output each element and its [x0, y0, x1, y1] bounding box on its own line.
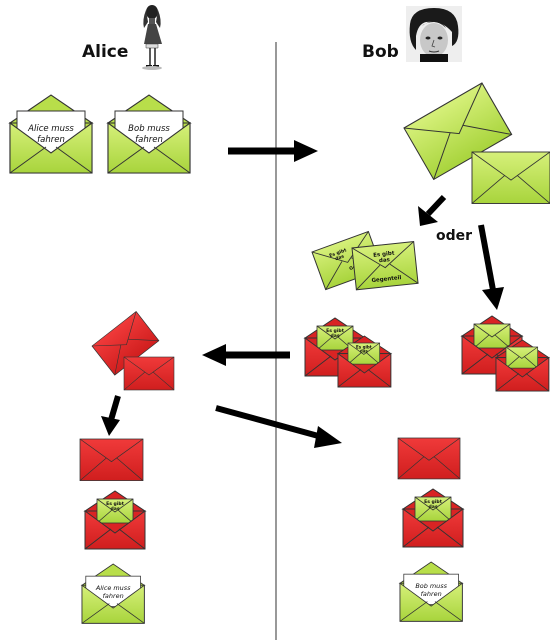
arrow-to-wrapped-pair: [478, 224, 504, 310]
alice-title: Alice: [82, 42, 128, 62]
bob-red-open-envelope-final: Es gibt das: [402, 488, 464, 548]
card-text-line2: fahren: [37, 135, 65, 145]
alice-red-closed-envelope: [79, 438, 144, 481]
alice-envelope-alice-card: Alice muss fahren: [9, 94, 93, 174]
card-text-line2: fahren: [135, 135, 163, 145]
card-line3: Gegenteil: [371, 275, 402, 284]
arrow-to-alice: [202, 344, 290, 366]
inner-text-2: das: [110, 506, 119, 512]
card-text-line2: fahren: [103, 592, 124, 600]
card-text-line1: Alice muss: [27, 124, 74, 134]
arrow-diagonal-to-bob: [215, 405, 342, 448]
alice-red-envelope-2: [123, 356, 175, 391]
bob-title: Bob: [362, 42, 399, 62]
bob-red-open-envelope-1: Es gibt das: [304, 317, 366, 377]
card-text-line1: Alice muss: [95, 584, 131, 592]
arrow-to-opened-pair: [418, 194, 447, 226]
inner-text-2: das: [330, 333, 339, 339]
arrow-to-bob: [228, 140, 318, 162]
bob-final-envelope: Bob muss fahren: [399, 561, 463, 622]
inner-text: Es gibt: [356, 344, 372, 349]
card-text-line2: fahren: [421, 590, 442, 598]
card-text-line1: Bob muss: [128, 124, 170, 134]
arrow-alice-down: [101, 395, 121, 436]
alice-final-envelope: Alice muss fahren: [81, 563, 145, 624]
inner-text: Es gibt: [424, 499, 443, 505]
inner-text-2: das: [428, 504, 437, 510]
opposite-envelope-front: Es gibt das Gegenteil: [351, 240, 419, 291]
alice-figure-icon: [142, 5, 162, 70]
card-line1: Es gibt: [373, 251, 395, 259]
inner-text: Es gibt: [326, 328, 345, 334]
alice-envelope-bob-card: Bob muss fahren: [107, 94, 191, 174]
card-small-line2: das: [334, 253, 345, 262]
bob-red-open-envelope-2: Es gibt das: [337, 335, 392, 388]
card-text-line1: Bob muss: [415, 582, 447, 590]
bob-closed-envelope-2: [471, 151, 550, 204]
inner-text-2: das: [360, 349, 369, 354]
bob-portrait-icon: [406, 6, 462, 62]
bob-red-closed-envelope: [397, 437, 461, 480]
oder-label: oder: [436, 228, 472, 244]
inner-text: Es gibt: [106, 501, 125, 507]
alice-red-open-envelope: Es gibt das: [84, 490, 146, 550]
card-line2: das: [379, 257, 391, 264]
